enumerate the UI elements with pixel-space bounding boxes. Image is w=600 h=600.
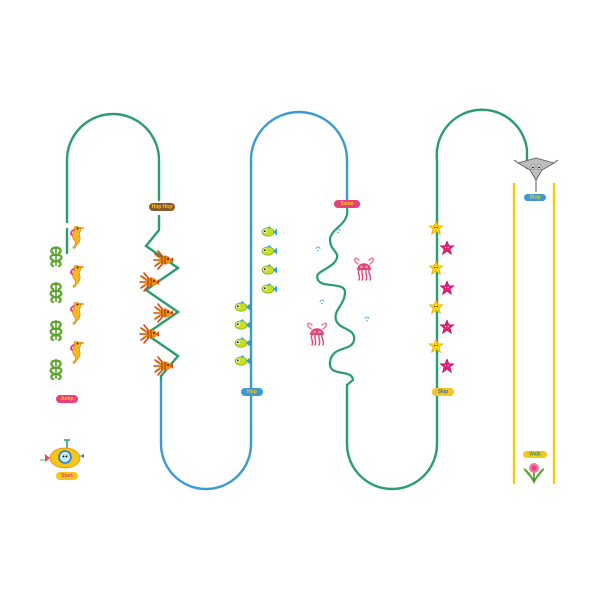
label-start[interactable]: Start [56, 472, 78, 480]
jellyfish-icon [353, 257, 375, 281]
fish-group [234, 225, 278, 366]
sea-plant-icon [49, 280, 63, 304]
starfish-icon [439, 319, 455, 334]
fish-icon [234, 336, 251, 348]
walk-lane [512, 183, 556, 484]
label-skip-text: Skip [438, 389, 449, 395]
zigzag-path [143, 215, 181, 380]
label-swim-text: Swim [340, 201, 354, 207]
sea-plant-icon [523, 463, 545, 484]
fish-icon [261, 225, 278, 237]
starfish-icon [439, 280, 455, 295]
label-hop-hop[interactable]: Hop Hop [149, 203, 175, 211]
seahorse-icon [70, 225, 84, 250]
label-swim[interactable]: Swim [334, 200, 360, 208]
fish-icon [234, 354, 251, 366]
starfish-icon [439, 240, 455, 255]
fish-icon [234, 300, 251, 312]
label-stop-text: Stop [529, 195, 540, 201]
bubble-icon [364, 316, 370, 322]
label-walk[interactable]: Walk [523, 451, 547, 458]
label-jump[interactable]: Jump [56, 395, 78, 403]
label-start-text: Start [61, 473, 73, 479]
seahorse-icon [70, 340, 84, 365]
bubble-icon [319, 299, 325, 305]
seahorse-column [70, 225, 84, 365]
label-skip[interactable]: Skip [432, 388, 454, 396]
bubble-icon [315, 246, 321, 252]
seahorse-icon [70, 301, 84, 326]
fish-icon [234, 318, 251, 330]
wavy-path [316, 207, 356, 386]
jellyfish-icon [306, 322, 328, 346]
starfish-group [428, 220, 455, 373]
sea-plant-icon [49, 318, 63, 342]
seahorse-icon [70, 264, 84, 289]
fish-icon [261, 263, 278, 275]
fish-icon [261, 244, 278, 256]
sea-plant-icon [49, 357, 63, 381]
starfish-icon [439, 358, 455, 373]
label-stop[interactable]: Stop [524, 194, 546, 201]
submarine-icon [40, 439, 84, 469]
label-hop[interactable]: Hop [241, 388, 263, 396]
label-hop-hop-text: Hop Hop [152, 204, 173, 210]
bubble-icon [335, 228, 341, 234]
sea-plant-icon [49, 244, 63, 268]
fish-icon [261, 282, 278, 294]
lionfish-group [139, 250, 174, 376]
label-hop-text: Hop [247, 389, 257, 395]
stingray-icon [513, 157, 559, 192]
seaweed-column [49, 244, 63, 381]
winding-path [65, 108, 529, 491]
label-walk-text: Walk [529, 452, 541, 458]
label-jump-text: Jump [60, 396, 73, 402]
